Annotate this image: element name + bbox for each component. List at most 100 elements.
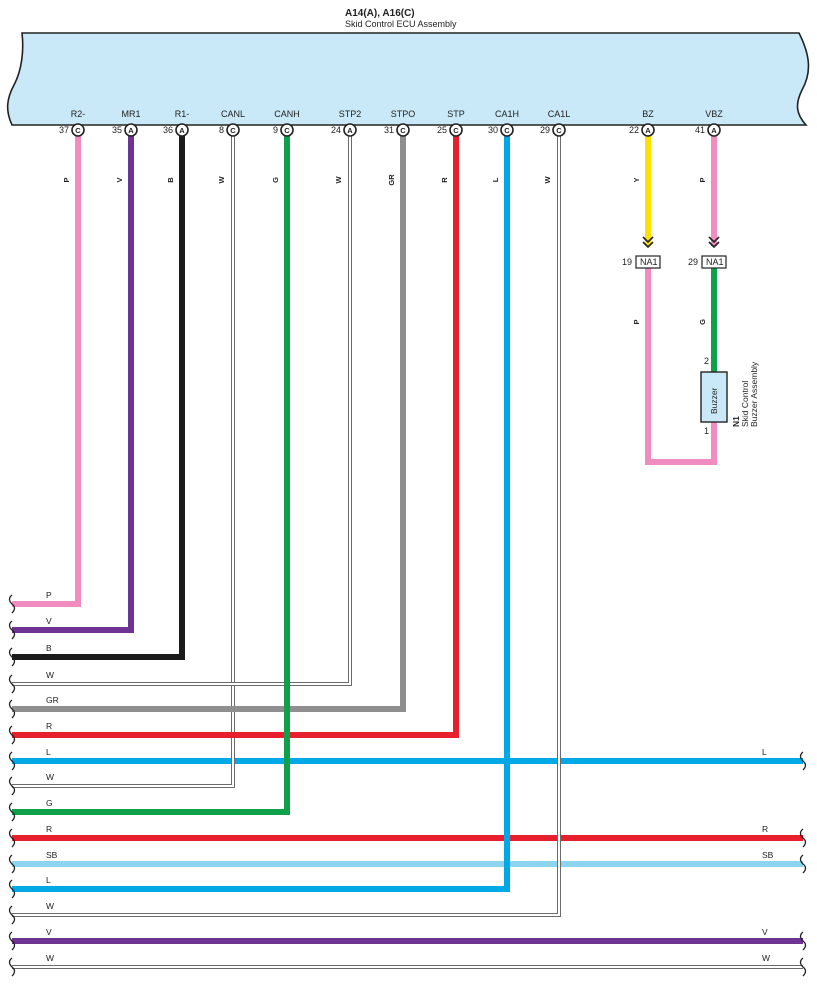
wire-color-label: GR [387,174,396,186]
bus-label-left: GR [46,695,59,705]
bus-label-left: W [46,670,54,680]
bus-label-right: V [762,927,768,937]
buzzer-id: N1 [731,416,741,427]
bus-label-right: L [762,747,767,757]
pin-connector-letter: A [128,126,134,135]
left-break-mark [8,674,16,694]
pin-name-label: CA1L [548,109,571,119]
pin-name-label: R2- [71,109,86,119]
pin-name-label: STPO [391,109,416,119]
left-break-mark [8,905,16,925]
pin-number: 25 [437,125,447,135]
pin-connector-letter: A [179,126,185,135]
wire-mr1 [12,130,134,633]
wire-color-label: B [166,177,175,183]
pin-connector-letter: C [556,126,562,135]
pin-connector [71,123,85,137]
junction-label: NA1 [640,257,658,267]
wire-color-label: V [115,177,124,182]
wire-ca1h [12,130,510,892]
pin-number: 35 [112,125,122,135]
wire-color-label: P [62,177,71,182]
left-break-mark [8,751,16,771]
bus-label-left: V [46,927,52,937]
pin-number: 37 [59,125,69,135]
wire-color-label: L [491,177,500,182]
left-break-mark [8,620,16,640]
pin-connector [500,123,514,137]
wire-color-label: R [440,177,449,183]
pin-connector [280,123,294,137]
wire-r1- [12,130,185,660]
pin-name-label: CANH [274,109,300,119]
ecu-subtitle: Skid Control ECU Assembly [345,19,457,29]
pin-connector-letter: C [504,126,510,135]
bus-label-left: W [46,772,54,782]
pin-connector-letter: C [284,126,290,135]
left-break-mark [8,725,16,745]
right-break-mark [799,931,807,951]
left-break-mark [8,699,16,719]
wire-canh [12,130,290,815]
bus-label-left: R [46,824,52,834]
pin-connector [552,123,566,137]
pin-connector-letter: A [711,126,717,135]
pin-r2-: R2-C37 [59,109,86,137]
pin-number: 29 [540,125,550,135]
wire-stp2 [12,130,351,685]
right-break-mark [799,751,807,771]
bus-label-left: W [46,953,54,963]
pin-name-label: VBZ [705,109,723,119]
pin-connector-letter: A [347,126,353,135]
bus-label-left: V [46,616,52,626]
buzzer-name-line1: Skid Control [740,381,750,427]
wire-color-label: G [271,177,280,183]
left-break-mark [8,854,16,874]
pin-ca1l: CA1L C 29 [540,109,571,137]
break-marks [8,594,807,977]
bus-label-left: G [46,798,53,808]
buzzer-pin-top: 2 [704,356,709,366]
chevron-connector-icon [642,236,654,249]
ecu-body [6,32,810,126]
pin-number: 22 [629,125,639,135]
bus-label-left: SB [46,850,58,860]
left-break-mark [8,802,16,822]
wire-color-label: W [217,176,226,184]
pin-number: 9 [273,125,278,135]
junction-box [635,255,661,269]
pin-number: 8 [219,125,224,135]
wire-ca1l [12,130,560,916]
wire-na1-19-to-buzzer [645,268,717,465]
pin-connector [226,123,240,137]
wire-canl [12,130,234,787]
wire-color-label: W [543,176,552,184]
pin-name-label: STP2 [339,109,362,119]
pin-connector-letter: C [230,126,236,135]
buzzer-assembly: 2 Buzzer 1 N1 Skid Control Buzzer Assemb… [700,356,759,436]
pin-name-label: MR1 [121,109,140,119]
wire-stpo [12,130,406,712]
right-break-mark [799,854,807,874]
bus-label-left: L [46,875,51,885]
wire-color-label: Y [632,177,641,182]
junction-box [701,255,727,269]
bus-label-right: SB [762,850,774,860]
wire-color-label: P [698,177,707,182]
left-break-mark [8,594,16,614]
pin-connector [396,123,410,137]
bus-label-left: P [46,590,52,600]
left-break-mark [8,647,16,667]
pin-connector [641,123,655,137]
wire-r2- [12,130,81,607]
junction-na1-19: 19 NA1 [622,255,661,269]
ecu-pins: R2-C37MR1A35R1-A36CANLC8CANHC9STP2A24STP… [59,109,723,137]
left-break-mark [8,828,16,848]
pin-number: 24 [331,125,341,135]
pin-name-label: BZ [642,109,654,119]
buzzer-box [700,371,728,423]
